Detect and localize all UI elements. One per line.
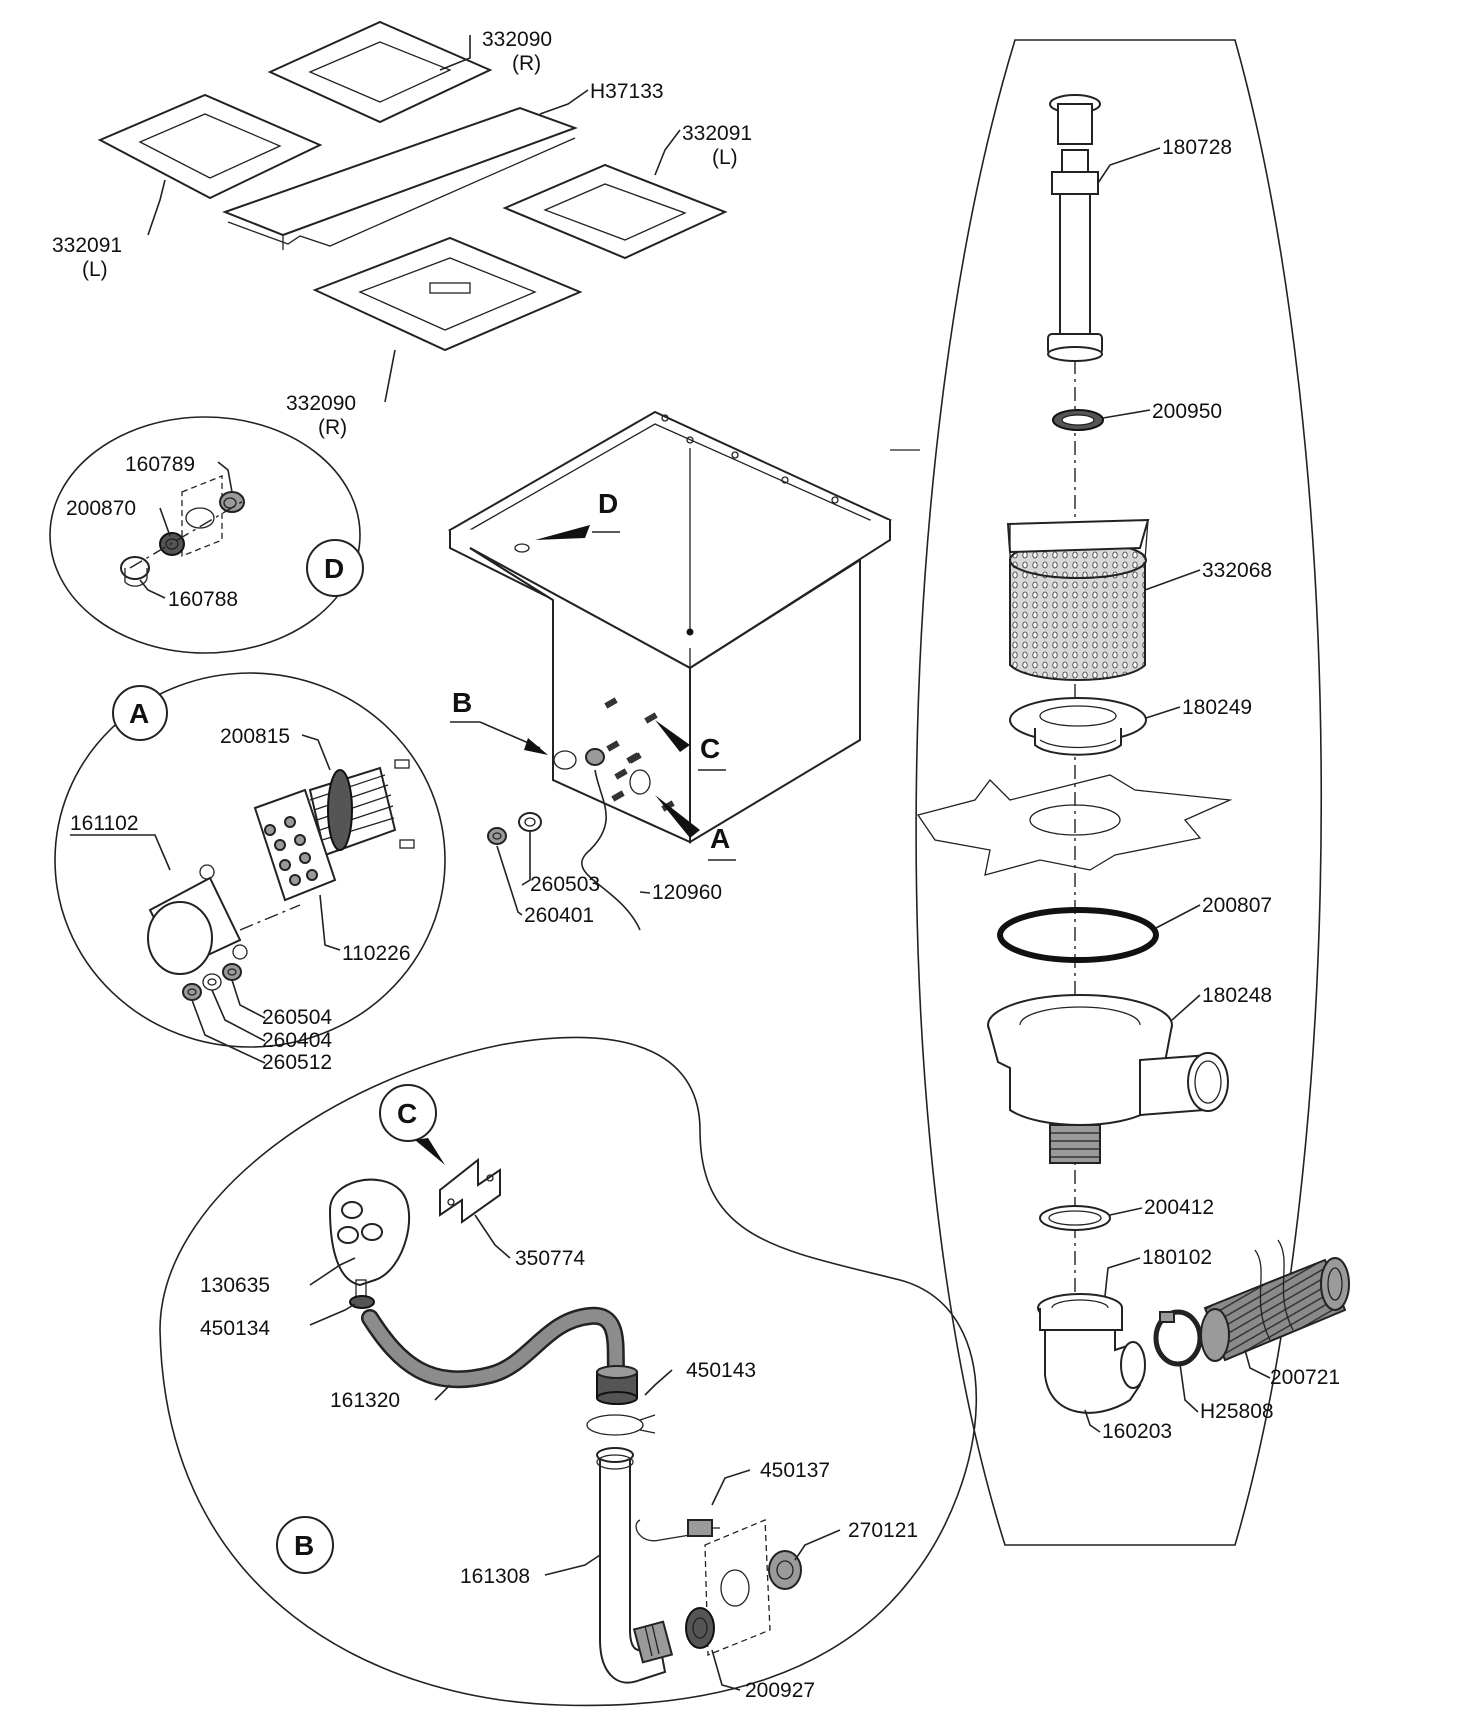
label-450137: 450137 [760, 1459, 830, 1482]
callout-a-tank-letter: A [710, 823, 730, 854]
label-161102: 161102 [70, 812, 139, 835]
label-160788: 160788 [168, 588, 238, 611]
label-180248: 180248 [1202, 984, 1272, 1007]
label-h37133: H37133 [590, 80, 664, 103]
b-clamp-450134 [349, 1295, 375, 1309]
label-160789: 160789 [125, 453, 195, 476]
label-110226: 110226 [342, 942, 411, 965]
overflow-pipe-180728 [1047, 94, 1103, 362]
clamp-h25808 [1153, 1309, 1203, 1367]
label-200721: 200721 [1270, 1366, 1340, 1389]
tank-washer-260503 [518, 812, 542, 832]
label-332091-left-side: (L) [82, 258, 108, 281]
label-332091-left: 332091 [52, 234, 122, 257]
drain-body-180248 [987, 994, 1229, 1164]
grid-bottom-right [312, 236, 583, 352]
label-332090-bottom: 332090 [286, 392, 356, 415]
b-sensor-450137 [635, 1519, 720, 1542]
washer-200412 [1039, 1205, 1111, 1231]
elbow-160203 [1044, 1329, 1146, 1414]
callout-c-detail-letter: C [397, 1098, 417, 1129]
label-200870: 200870 [66, 497, 136, 520]
grid-top-right [267, 20, 493, 124]
d-plug-160788 [120, 556, 150, 587]
elbow-coupling-180102 [1037, 1293, 1123, 1331]
o-ring-200807 [997, 907, 1159, 963]
callout-c-tank-letter: C [700, 733, 720, 764]
a-nuts [182, 963, 242, 1001]
label-332090-top-side: (R) [512, 52, 541, 75]
b-tube-161308 [596, 1447, 674, 1684]
callout-d-tank: D [535, 488, 620, 540]
label-200807: 200807 [1202, 894, 1272, 917]
b-nut-270121 [768, 1550, 802, 1590]
label-180102: 180102 [1142, 1246, 1212, 1269]
callout-c-tank: C [655, 720, 726, 771]
detail-d: D [49, 416, 364, 654]
label-200927: 200927 [745, 1679, 815, 1702]
label-350774: 350774 [515, 1247, 585, 1270]
strainer-basket-332068 [1006, 518, 1150, 681]
seal-200950 [1052, 409, 1104, 431]
label-332090-bottom-side: (R) [318, 416, 347, 439]
callout-b-tank: B [450, 687, 548, 755]
label-130635: 130635 [200, 1274, 270, 1297]
hose-200721 [1200, 1239, 1350, 1362]
label-160203: 160203 [1102, 1420, 1172, 1443]
tank-nut-260401 [487, 827, 507, 845]
callout-d-tank-letter: D [598, 488, 618, 519]
callout-d-detail-letter: D [324, 553, 344, 584]
label-260512: 260512 [262, 1051, 332, 1074]
callout-b-detail: B [276, 1516, 334, 1574]
label-332068: 332068 [1202, 559, 1272, 582]
b-cap-450143 [596, 1365, 638, 1405]
label-260401: 260401 [524, 904, 594, 927]
d-washer-200870 [159, 532, 185, 556]
a-flange-110226 [253, 788, 337, 902]
drain-flange-180249 [1009, 697, 1147, 756]
grid-right [502, 163, 728, 260]
callout-a-detail-letter: A [129, 698, 149, 729]
d-plate [181, 475, 223, 557]
label-180728: 180728 [1162, 136, 1232, 159]
label-200950: 200950 [1152, 400, 1222, 423]
label-120960: 120960 [652, 881, 722, 904]
b-clip-450143 [586, 1414, 656, 1436]
label-260504: 260504 [262, 1006, 332, 1029]
label-161320: 161320 [330, 1389, 400, 1412]
label-200412: 200412 [1144, 1196, 1214, 1219]
grid-left [97, 93, 323, 200]
label-332091-right: 332091 [682, 122, 752, 145]
detail-b-outline [159, 1036, 978, 1707]
label-332091-right-side: (L) [712, 146, 738, 169]
a-heater-200815 [308, 759, 415, 857]
detail-a: A [54, 672, 446, 1064]
label-260503: 260503 [530, 873, 600, 896]
divider-bar [222, 106, 578, 250]
callout-c-detail: C [379, 1084, 445, 1165]
b-tube-thread [632, 1620, 674, 1664]
b-plate [704, 1519, 771, 1656]
label-161308: 161308 [460, 1565, 530, 1588]
label-180249: 180249 [1182, 696, 1252, 719]
label-200815: 200815 [220, 725, 290, 748]
label-260404: 260404 [262, 1029, 332, 1052]
gasket-sheet [916, 774, 1233, 876]
label-450143: 450143 [686, 1359, 756, 1382]
a-cover-161102 [147, 864, 248, 975]
label-270121: 270121 [848, 1519, 918, 1542]
b-washer-200927 [685, 1607, 715, 1649]
label-h25808: H25808 [1200, 1400, 1274, 1423]
right-column-outline [915, 39, 1323, 1546]
c-bracket-350774 [439, 1157, 501, 1224]
b-pressure-switch-130635 [328, 1178, 411, 1301]
label-332090-top: 332090 [482, 28, 552, 51]
label-450134: 450134 [200, 1317, 270, 1340]
callout-b-detail-letter: B [294, 1530, 314, 1561]
tank [447, 410, 920, 931]
callout-b-tank-letter: B [452, 687, 472, 718]
callout-a-tank: A [655, 795, 736, 861]
